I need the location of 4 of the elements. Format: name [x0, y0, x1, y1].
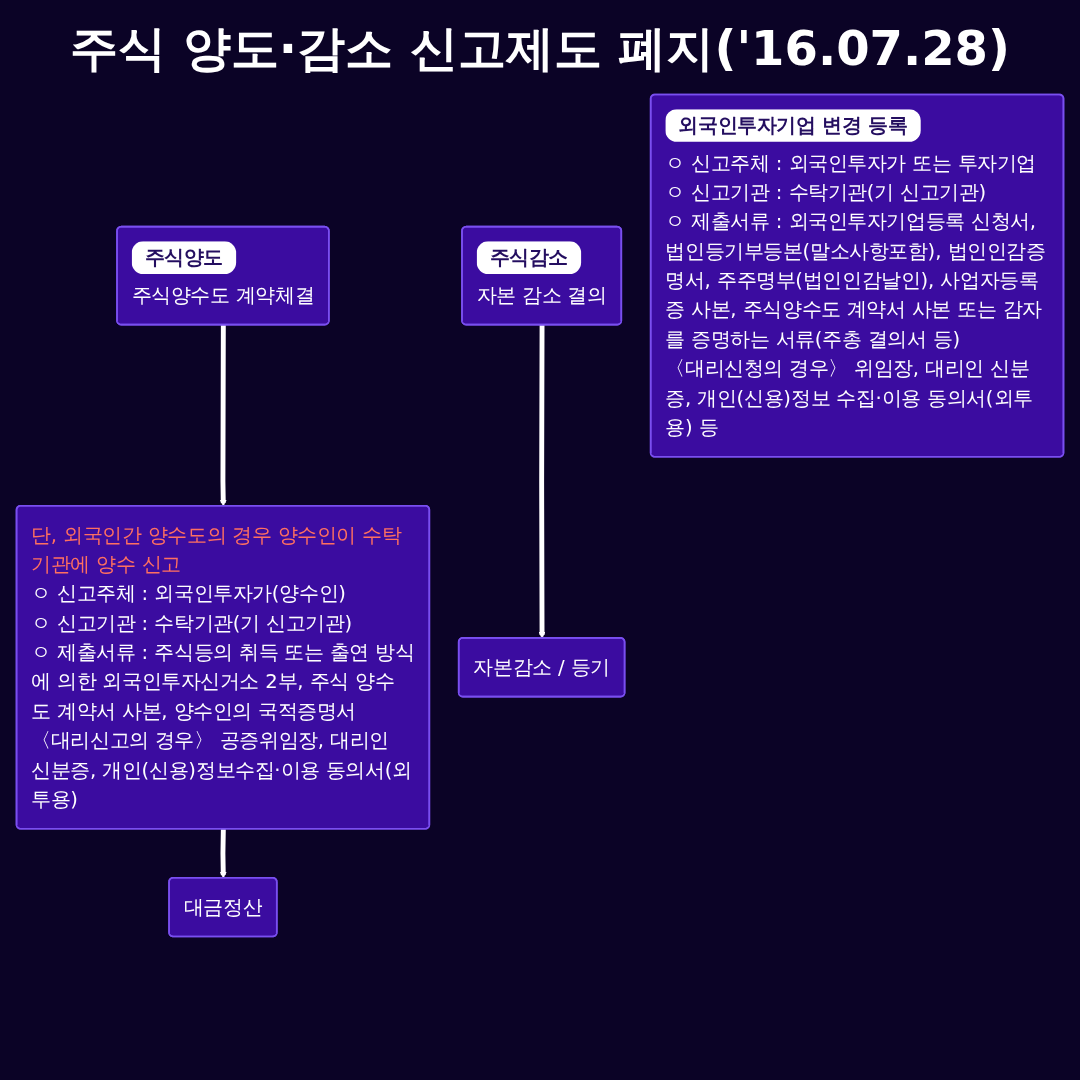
arrow: [219, 828, 227, 879]
title: 주식 양도·감소 신고제도 폐지('16.07.28): [70, 20, 1010, 78]
arrow: [219, 324, 227, 507]
arrow: [538, 324, 546, 639]
